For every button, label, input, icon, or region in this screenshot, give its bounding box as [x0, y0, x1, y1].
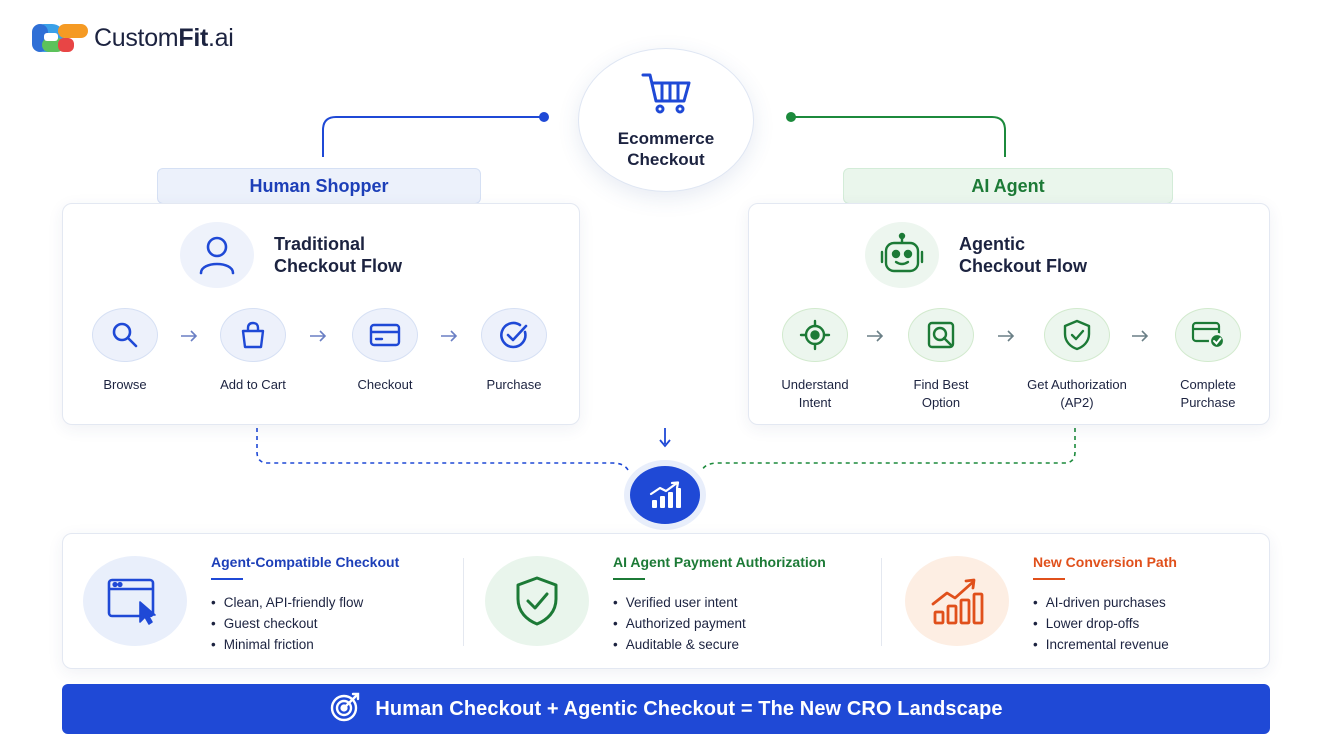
- step-label: Get Authorization (AP2): [1027, 377, 1127, 410]
- list-item: Clean, API-friendly flow: [211, 592, 364, 613]
- benefit-new-conversion-path: New Conversion Path AI-driven purchases …: [885, 534, 1269, 670]
- traditional-flow-panel: Traditional Checkout Flow Browse Add to …: [62, 203, 580, 425]
- benefits-panel: Agent-Compatible Checkout Clean, API-fri…: [62, 533, 1270, 669]
- search-square-icon: [908, 308, 974, 362]
- agentic-flow-header: Agentic Checkout Flow: [865, 222, 1129, 288]
- brand-logo: CustomFit.ai: [32, 20, 234, 56]
- divider: [881, 558, 882, 646]
- arrow-right-icon: [181, 330, 198, 342]
- customfit-logo-icon: [32, 20, 90, 56]
- arrow-right-icon: [1132, 330, 1149, 342]
- arrow-right-icon: [998, 330, 1015, 342]
- target-arrow-icon: [329, 691, 363, 728]
- shield-check-icon: [1044, 308, 1110, 362]
- title-underline: [211, 578, 243, 580]
- cro-landscape-banner: Human Checkout + Agentic Checkout = The …: [62, 684, 1270, 734]
- traditional-flow-title: Traditional Checkout Flow: [274, 234, 403, 276]
- step-checkout: Checkout: [325, 308, 445, 394]
- list-item: Authorized payment: [613, 613, 746, 634]
- benefit-title: New Conversion Path: [1033, 554, 1177, 570]
- benefit-title: AI Agent Payment Authorization: [613, 554, 826, 570]
- step-add-to-cart: Add to Cart: [193, 308, 313, 394]
- agentic-flow-title: Agentic Checkout Flow: [959, 234, 1088, 276]
- ai-agent-pill: AI Agent: [843, 168, 1173, 204]
- step-label: Add to Cart: [220, 377, 286, 392]
- step-complete-purchase: Complete Purchase: [1148, 308, 1268, 412]
- user-icon: [180, 222, 254, 288]
- arrow-right-icon: [441, 330, 458, 342]
- step-browse: Browse: [65, 308, 185, 394]
- robot-icon: [865, 222, 939, 288]
- brand-name: CustomFit.ai: [94, 23, 234, 52]
- step-label: Find Best Option: [913, 377, 969, 410]
- title-underline: [613, 578, 645, 580]
- benefit-list: AI-driven purchases Lower drop-offs Incr…: [1033, 592, 1169, 655]
- ecommerce-checkout-node: Ecommerce Checkout: [578, 48, 754, 192]
- list-item: Verified user intent: [613, 592, 746, 613]
- benefit-agent-compatible: Agent-Compatible Checkout Clean, API-fri…: [63, 534, 463, 670]
- step-find-best-option: Find Best Option: [881, 308, 1001, 412]
- search-icon: [92, 308, 158, 362]
- list-item: Guest checkout: [211, 613, 363, 634]
- arrow-right-icon: [310, 330, 327, 342]
- card-check-icon: [1175, 308, 1241, 362]
- step-purchase: Purchase: [454, 308, 574, 394]
- list-item: Minimal friction: [211, 634, 363, 655]
- shopping-bag-icon: [220, 308, 286, 362]
- shopping-cart-icon: [640, 71, 692, 120]
- step-get-authorization: Get Authorization (AP2): [1015, 308, 1139, 412]
- title-underline: [1033, 578, 1065, 580]
- arrow-right-icon: [867, 330, 884, 342]
- list-item: AI-driven purchases: [1033, 592, 1169, 613]
- list-item: Auditable & secure: [613, 634, 746, 655]
- step-label: Browse: [103, 377, 147, 392]
- divider: [463, 558, 464, 646]
- step-label: Complete Purchase: [1180, 377, 1236, 410]
- human-shopper-pill: Human Shopper: [157, 168, 481, 204]
- list-item: Lower drop-offs: [1033, 613, 1169, 634]
- browser-cursor-icon: [83, 556, 187, 646]
- list-item: Incremental revenue: [1033, 634, 1169, 655]
- growth-chart-icon: [630, 466, 700, 524]
- benefit-payment-authorization: AI Agent Payment Authorization Verified …: [465, 534, 883, 670]
- bar-chart-growth-icon: [905, 556, 1009, 646]
- target-icon: [782, 308, 848, 362]
- shield-check-icon: [485, 556, 589, 646]
- step-understand-intent: Understand Intent: [755, 308, 875, 412]
- check-circle-icon: [481, 308, 547, 362]
- credit-card-icon: [352, 308, 418, 362]
- benefit-list: Verified user intent Authorized payment …: [613, 592, 746, 655]
- benefit-list: Clean, API-friendly flow Guest checkout …: [211, 592, 364, 655]
- step-label: Checkout: [357, 377, 413, 392]
- step-label: Purchase: [486, 377, 542, 392]
- agentic-flow-panel: Agentic Checkout Flow Understand Intent …: [748, 203, 1270, 425]
- center-title: Ecommerce Checkout: [617, 128, 715, 169]
- traditional-flow-header: Traditional Checkout Flow: [180, 222, 444, 288]
- banner-text: Human Checkout + Agentic Checkout = The …: [375, 697, 1003, 720]
- step-label: Understand Intent: [781, 377, 849, 410]
- benefit-title: Agent-Compatible Checkout: [211, 554, 400, 570]
